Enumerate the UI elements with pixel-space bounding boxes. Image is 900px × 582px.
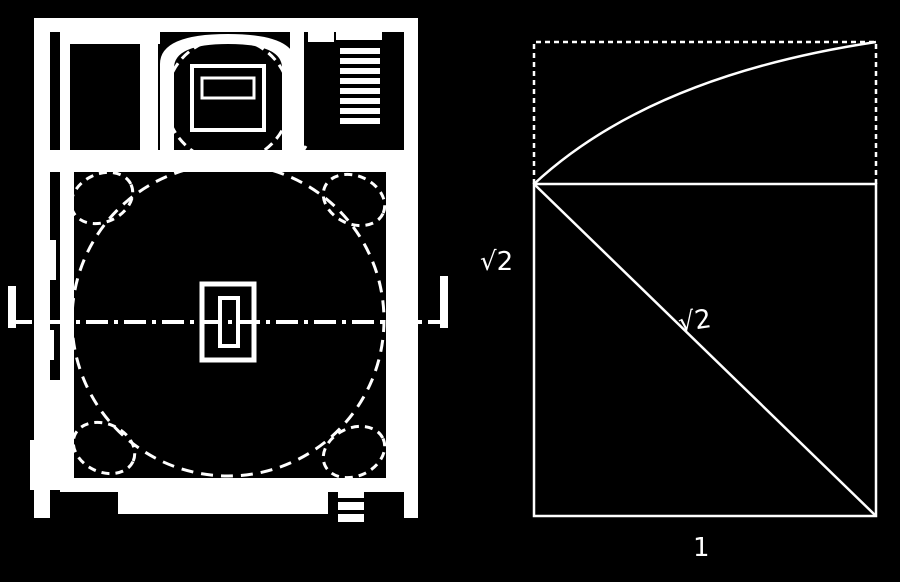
plan-wall-hall-right <box>386 172 404 482</box>
plan-corner-ellipse-tl <box>69 170 135 226</box>
plan-wall-left-room-right <box>140 32 158 152</box>
plan-wall-bottom <box>60 478 404 492</box>
root-two-construction <box>532 40 878 518</box>
construction-diagonal <box>533 183 877 517</box>
plan-apse-frame <box>190 64 266 132</box>
plan-cross-arm-right <box>440 276 448 328</box>
plan-wall-left-room-divider <box>60 32 70 152</box>
plan-wall-top-left-room <box>60 32 160 44</box>
plan-wall-bottom-annex <box>118 492 328 514</box>
label-diagonal: √2 <box>676 304 713 338</box>
plan-corner-ellipse-bl <box>71 420 137 476</box>
construction-dashed-top <box>532 40 878 184</box>
plan-corner-ellipse-br <box>321 424 387 480</box>
label-left-side: √2 <box>480 247 513 277</box>
plan-corner-ellipse-tr <box>321 172 387 228</box>
plan-dome-circle <box>70 162 386 478</box>
construction-rectangle <box>532 182 878 518</box>
construction-arc <box>533 40 877 185</box>
label-bottom-side: 1 <box>693 533 710 563</box>
plan-wall-right <box>404 18 418 518</box>
plan-cross-arm-left <box>8 286 16 328</box>
